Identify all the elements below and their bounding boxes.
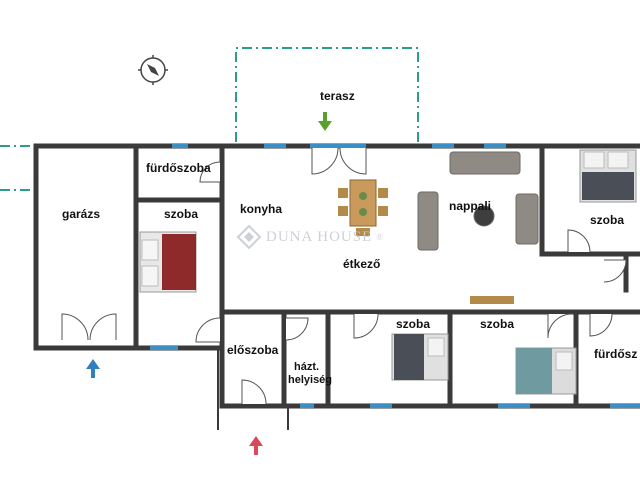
watermark-registered: ® (376, 232, 385, 242)
bed-bottom-2 (515, 347, 577, 395)
room-label-szoba-bottom-2: szoba (480, 317, 515, 331)
room-label-eloszoba: előszoba (227, 343, 279, 357)
windows (150, 144, 640, 408)
room-label-etkezo: étkező (343, 257, 381, 271)
room-label-furdoszoba: fürdőszoba (146, 161, 211, 175)
tv-stand (470, 296, 514, 304)
sofas (417, 151, 539, 251)
room-label-haztartasi-1: házt. (294, 361, 320, 373)
bed-left (139, 231, 197, 293)
bed-right (579, 149, 637, 203)
compass-icon (138, 55, 168, 85)
terrace-entry-arrow-icon (318, 112, 332, 131)
room-label-furdoszoba-right: fürdősz (594, 347, 638, 361)
room-label-szoba-right: szoba (590, 213, 625, 227)
room-label-nappali: nappali (449, 199, 492, 213)
entry-frame (217, 348, 289, 430)
doors (61, 147, 627, 405)
room-label-garazs: garázs (62, 207, 101, 221)
room-label-haztartasi-2: helyiség (288, 374, 333, 386)
bed-bottom-1 (391, 333, 449, 381)
main-entry-arrow-icon (249, 436, 263, 455)
garage-entry-arrow-icon (86, 359, 100, 378)
dining-table (338, 179, 388, 236)
room-label-konyha: konyha (240, 202, 283, 216)
watermark-text: DUNA HOUSE (266, 228, 373, 245)
duna-house-logo-icon (236, 224, 262, 250)
room-label-szoba-left: szoba (164, 207, 199, 221)
room-label-szoba-bottom-1: szoba (396, 317, 431, 331)
terrace-outline (0, 47, 419, 191)
watermark: DUNA HOUSE® (236, 224, 384, 250)
room-label-terasz: terasz (320, 89, 355, 103)
